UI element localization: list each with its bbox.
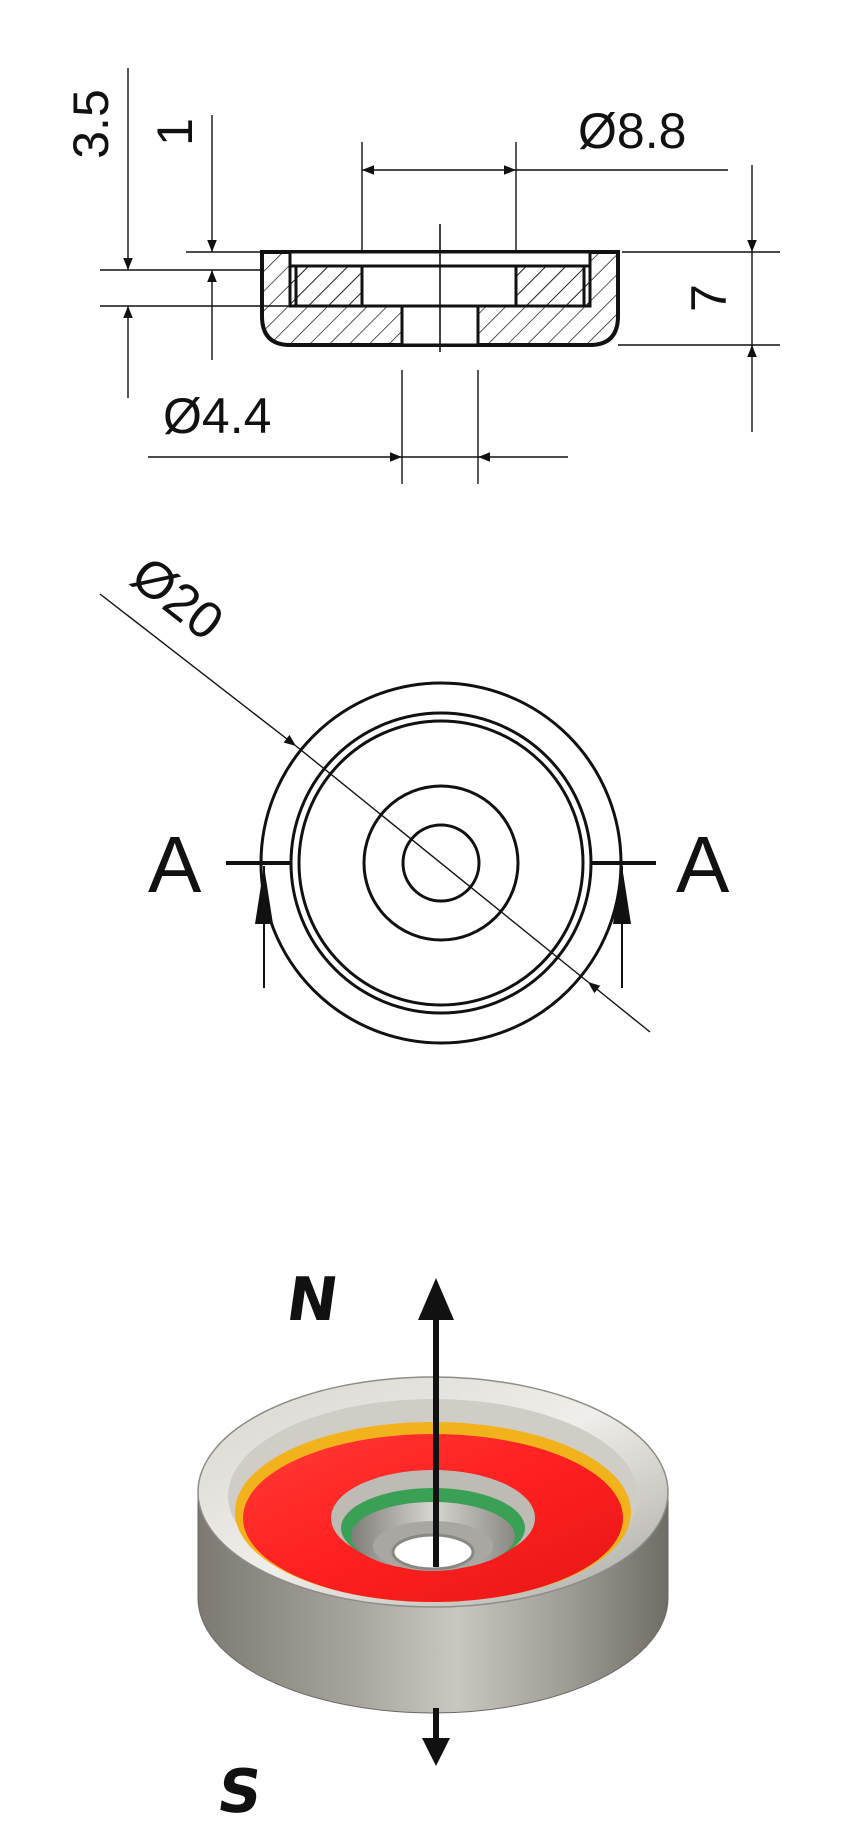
hole-circle xyxy=(401,823,481,903)
dim-counterbore: Ø8.8 xyxy=(578,103,686,159)
pole-south: S xyxy=(213,1757,266,1827)
section-view: Ø8.8 7 3.5 1 Ø4.4 xyxy=(63,68,780,484)
render-view: N S xyxy=(197,1265,669,1827)
dim-height: 7 xyxy=(681,284,737,312)
dim-hole: Ø4.4 xyxy=(163,388,271,444)
pocket-circle xyxy=(297,719,585,1007)
section-label-left: A xyxy=(148,820,202,909)
dim-depth-total: 3.5 xyxy=(63,89,119,159)
dim-depth-step: 1 xyxy=(147,118,203,146)
section-label-right: A xyxy=(676,820,730,909)
section-counterbore xyxy=(360,264,518,308)
counterbore-circle xyxy=(362,784,520,942)
dim-outer: Ø20 xyxy=(121,546,234,652)
pole-north: N xyxy=(282,1265,342,1335)
top-view: Ø20 A A xyxy=(99,546,730,1045)
